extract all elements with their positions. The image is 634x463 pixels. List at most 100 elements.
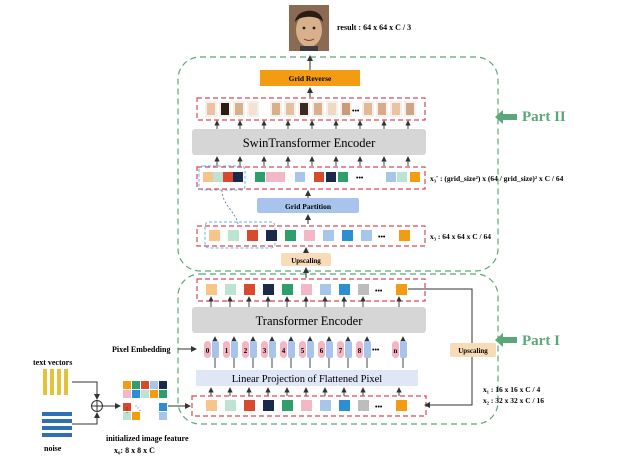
feature-cell <box>132 381 140 389</box>
part2-region <box>177 56 499 272</box>
grid-partition-box <box>257 198 359 213</box>
part1-label: Part I <box>522 333 560 349</box>
pixel-embedding-bar <box>288 341 295 358</box>
token <box>314 172 324 182</box>
token <box>295 172 305 182</box>
token <box>301 400 312 411</box>
linear-projection-box <box>196 370 418 386</box>
face-patch-detail <box>314 103 322 115</box>
linear-projection-label: Linear Projection of Flattened Pixel <box>232 374 383 385</box>
token <box>213 172 223 182</box>
x3-label: x₃ : 64 x 64 x C / 64 <box>430 232 491 241</box>
face-patches: ••• <box>205 101 416 117</box>
face-patch-detail <box>235 103 243 115</box>
swin-encoder-box <box>192 129 426 155</box>
token <box>244 400 255 411</box>
position-pill <box>204 341 211 358</box>
position-index: 2 <box>244 347 248 355</box>
token <box>282 284 293 295</box>
token <box>255 172 265 182</box>
feature-cell <box>123 381 131 389</box>
token <box>247 230 258 241</box>
part2-label: Part II <box>522 109 566 125</box>
grid-partition-label: Grid Partition <box>285 202 332 211</box>
face-patch-strip <box>196 97 426 121</box>
x3prime-tokens: ••• <box>203 172 420 182</box>
feature-cell <box>159 403 167 411</box>
position-index: 6 <box>320 347 324 355</box>
position-index: 3 <box>263 347 267 355</box>
token <box>396 284 407 295</box>
token <box>275 172 285 182</box>
pill-ellipsis: ••• <box>372 347 380 354</box>
token <box>228 230 239 241</box>
token <box>410 172 420 182</box>
position-pill <box>337 341 344 358</box>
position-pill <box>280 341 287 358</box>
grid-link-curve <box>221 189 239 225</box>
position-pill <box>299 341 306 358</box>
position-index: n <box>394 347 398 355</box>
part1-output-strip <box>196 278 426 302</box>
position-pill <box>242 341 249 358</box>
x3prime-token-strip <box>196 166 426 190</box>
token-ellipsis: ••• <box>378 234 386 241</box>
feature-cell <box>150 381 158 389</box>
feature-cell <box>159 390 167 398</box>
result-label: result : 64 x 64 x C / 3 <box>337 23 411 32</box>
token <box>338 172 348 182</box>
patch-ellipsis: ••• <box>352 108 360 115</box>
position-pill <box>318 341 325 358</box>
pixel-embedding-bar <box>212 341 219 358</box>
token <box>361 230 372 241</box>
x1-label: x₁ : 16 x 16 x C / 4 <box>483 385 540 394</box>
token <box>386 172 396 182</box>
token <box>358 400 369 411</box>
projection-input-arrows <box>208 387 402 396</box>
feature-cell <box>132 412 140 420</box>
pixel-embedding-bar <box>250 341 257 358</box>
position-index: 5 <box>301 347 305 355</box>
pixel-embedding-bar <box>231 341 238 358</box>
feature-ellipsis-v: ⋮ <box>124 408 130 414</box>
transformer-output-arrows <box>208 296 402 307</box>
token <box>206 400 217 411</box>
feature-cell <box>123 412 131 420</box>
token <box>301 284 312 295</box>
feature-cell <box>141 390 149 398</box>
face-patch-detail <box>221 103 229 115</box>
face-patch-detail <box>392 103 400 115</box>
grid-reverse-label: Grid Reverse <box>289 74 332 83</box>
face-patch-detail <box>328 103 336 115</box>
position-index: 0 <box>206 347 210 355</box>
part1-arrow-head <box>495 333 503 347</box>
upscaling-center-box <box>281 253 331 266</box>
face-patch-detail <box>286 103 294 115</box>
token <box>339 284 350 295</box>
noise-to-plus-line <box>72 412 100 425</box>
swin-input-arrows <box>214 156 411 166</box>
feature-ellipsis: ⋱ <box>135 406 141 412</box>
token <box>339 400 350 411</box>
x0-label: x₀: 8 x 8 x C <box>114 446 155 455</box>
transformer-encoder-box <box>192 307 426 333</box>
token <box>320 284 331 295</box>
token <box>342 230 353 241</box>
pixel-embedding-bar <box>269 341 276 358</box>
position-index: 1 <box>225 347 229 355</box>
x3-tokens: ••• <box>209 230 410 241</box>
text-to-plus-line <box>72 381 100 400</box>
feature-cell <box>132 390 140 398</box>
pixel-embedding-bar <box>326 341 333 358</box>
token <box>304 230 315 241</box>
token <box>323 230 334 241</box>
swin-output-arrows <box>214 120 411 129</box>
token <box>203 172 213 182</box>
face-patch-detail <box>342 103 350 115</box>
text-vectors-icon <box>43 369 68 395</box>
pixel-embedding-bar <box>345 341 352 358</box>
position-pill <box>392 341 399 358</box>
token <box>225 400 236 411</box>
